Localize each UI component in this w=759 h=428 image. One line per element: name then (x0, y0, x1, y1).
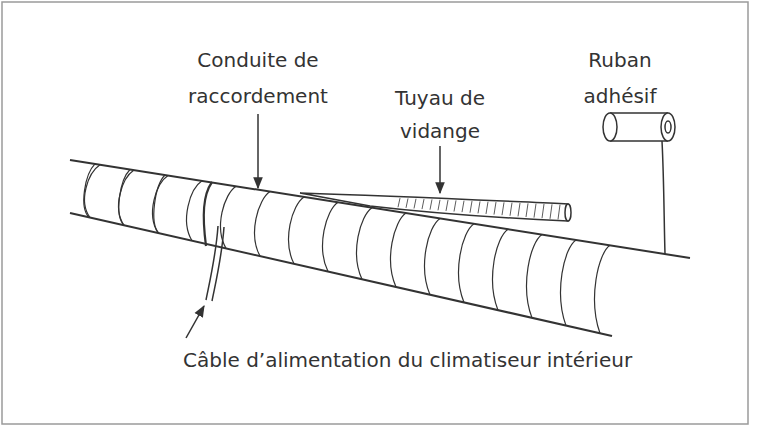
leader-arrow (186, 306, 204, 338)
hose-rib (398, 198, 400, 207)
hose-rib (462, 201, 464, 212)
hose-rib (550, 204, 552, 219)
hose-rib (470, 201, 472, 213)
hose-rib (486, 202, 488, 214)
hose-rib (406, 198, 408, 207)
pipe-bundle (70, 160, 690, 336)
power-cable (206, 226, 224, 301)
tape-wrap (255, 192, 270, 257)
drain-hose (300, 193, 571, 221)
power-cable-wire (206, 226, 218, 300)
hose-rib (478, 201, 480, 213)
wrap-start (204, 182, 212, 246)
pipe-top-edge (70, 160, 690, 258)
tape-wrap (323, 202, 338, 271)
leader-lines (186, 114, 440, 338)
tape-wrap (187, 181, 202, 241)
part-label: Tuyau de vidange (370, 82, 510, 148)
hose-rib (430, 199, 432, 209)
hose-rib (414, 199, 416, 209)
tape-wrap (493, 229, 508, 310)
hose-rib (510, 203, 512, 216)
hose-rib (494, 202, 496, 215)
drain-hose-body (300, 193, 568, 221)
tape-wrap (357, 208, 372, 280)
part-label: Câble d’alimentation du climatiseur inté… (183, 338, 663, 382)
hose-rib (438, 200, 440, 211)
tape-wrap (595, 245, 610, 333)
hose-rib (534, 204, 536, 218)
pipe-bottom-edge (70, 213, 612, 336)
tape-wrap (154, 175, 165, 233)
drain-hose-end (565, 204, 571, 221)
tape-wrap (459, 224, 474, 303)
hose-rib (422, 199, 424, 209)
tape-roll (603, 113, 675, 254)
hose-rib (446, 200, 448, 211)
tape-wrap (119, 170, 134, 225)
frame (2, 2, 748, 424)
tape-strip (662, 141, 665, 254)
leader-arrow (257, 114, 259, 188)
tape-wrap (561, 240, 576, 326)
hose-rib (518, 203, 520, 216)
tape-wrap (527, 235, 542, 318)
tape-wrap (85, 165, 100, 218)
leader-arrow (439, 146, 441, 193)
tape-wrap (391, 213, 406, 287)
hose-rib (526, 203, 528, 217)
tape-wrap (119, 169, 130, 225)
power-cable-wire (212, 227, 224, 301)
tape-wrap (289, 197, 304, 264)
tape-wraps (84, 164, 610, 333)
tape-wrap (84, 164, 95, 217)
tape-wrap (153, 175, 168, 232)
hose-rib (558, 205, 560, 220)
part-label: Ruban adhésif (565, 42, 675, 114)
hose-rib (502, 202, 504, 215)
part-label: Conduite de raccordement (172, 42, 344, 114)
hose-rib (542, 204, 544, 218)
hose-rib (454, 200, 456, 211)
tape-wrap (425, 218, 440, 294)
